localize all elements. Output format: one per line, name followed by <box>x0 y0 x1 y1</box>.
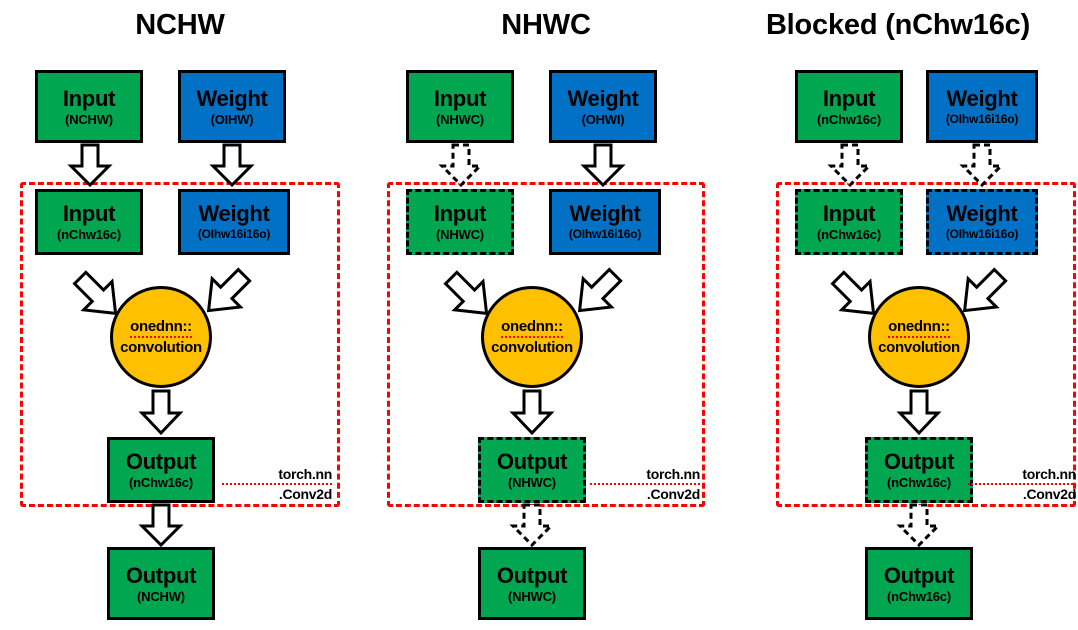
op-line1: onednn:: <box>888 317 950 338</box>
node-inner-input-nchw[interactable]: Input (nChw16c) <box>35 189 143 255</box>
node-inner-weight-nchw[interactable]: Weight (OIhw16i16o) <box>178 189 290 255</box>
node-inner-input-nhwc[interactable]: Input (NHWC) <box>406 189 514 255</box>
node-format: (nChw16c) <box>887 475 951 490</box>
node-title: Output <box>496 562 568 588</box>
arrow-input-reorder-blocked <box>827 143 873 188</box>
node-title: Output <box>496 449 568 474</box>
op-node-onednn-convolution-nhwc[interactable]: onednn:: convolution <box>481 286 583 388</box>
node-format: (NHWC) <box>436 227 484 242</box>
node-format: (NCHW) <box>137 588 185 604</box>
arrow-weight-reorder-nhwc <box>580 143 626 188</box>
op-node-onednn-convolution-nchw[interactable]: onednn:: convolution <box>110 286 212 388</box>
node-outer-weight-nchw[interactable]: Weight (OIHW) <box>178 70 286 143</box>
node-format: (OHWI) <box>581 111 625 127</box>
node-title: Weight <box>196 85 268 111</box>
node-title: Input <box>62 201 116 226</box>
arrow-weight-reorder-nchw <box>209 143 255 188</box>
arrow-input-to-op-blocked <box>830 267 886 323</box>
column-title-nchw: NCHW <box>135 9 225 41</box>
region-label-line2: .Conv2d <box>278 486 332 502</box>
node-format: (OIhw16i16o) <box>945 111 1019 126</box>
arrow-output-reorder-nhwc <box>509 503 555 548</box>
column-nchw: NCHW Input (NCHW) Weight (OIHW) Input <box>0 0 360 630</box>
arrow-input-to-op-nchw <box>72 267 128 323</box>
node-format: (NCHW) <box>65 111 113 127</box>
region-label-line2: .Conv2d <box>1022 486 1076 502</box>
region-label-line1: torch.nn <box>222 465 332 485</box>
arrow-weight-to-op-nchw <box>199 267 255 323</box>
node-inner-weight-nhwc[interactable]: Weight (OIhw16i16o) <box>549 189 661 255</box>
op-line2: convolution <box>120 339 202 356</box>
node-title: Input <box>62 85 116 111</box>
node-title: Input <box>822 201 876 226</box>
node-title: Input <box>822 85 876 111</box>
node-outer-weight-nhwc[interactable]: Weight (OHWI) <box>549 70 657 143</box>
node-outer-weight-blocked[interactable]: Weight (OIhw16i16o) <box>926 70 1038 143</box>
arrow-output-reorder-blocked <box>896 503 942 548</box>
node-outer-output-nhwc[interactable]: Output (NHWC) <box>478 547 586 620</box>
arrow-weight-reorder-blocked <box>959 143 1005 188</box>
node-inner-weight-blocked[interactable]: Weight (OIhw16i16o) <box>926 189 1038 255</box>
column-title-nhwc: NHWC <box>501 9 591 41</box>
node-title: Weight <box>569 201 641 226</box>
node-format: (OIHW) <box>210 111 254 127</box>
op-line1: onednn:: <box>501 317 563 338</box>
region-label-nchw: torch.nn .Conv2d <box>222 465 332 503</box>
op-line2: convolution <box>491 339 573 356</box>
node-format: (OIhw16i16o) <box>568 227 642 241</box>
column-blocked: Blocked (nChw16c) Input (nChw16c) Weight… <box>718 0 1078 630</box>
node-title: Weight <box>567 85 639 111</box>
node-title: Output <box>125 449 197 474</box>
node-title: Output <box>883 449 955 474</box>
op-line2: convolution <box>878 339 960 356</box>
node-title: Output <box>883 562 955 588</box>
arrow-input-reorder-nchw <box>67 143 113 188</box>
node-title: Input <box>433 201 487 226</box>
node-format: (nChw16c) <box>129 475 193 490</box>
node-format: (nChw16c) <box>817 111 881 127</box>
column-nhwc: NHWC Input (NHWC) Weight (OHWI) Input (N… <box>366 0 726 630</box>
node-title: Weight <box>946 85 1018 111</box>
node-inner-output-nhwc[interactable]: Output (NHWC) <box>478 437 586 503</box>
arrow-weight-to-op-blocked <box>955 267 1011 323</box>
node-format: (nChw16c) <box>57 227 121 242</box>
region-label-nhwc: torch.nn .Conv2d <box>590 465 700 503</box>
node-format: (nChw16c) <box>887 588 951 604</box>
node-format: (OIhw16i16o) <box>197 227 271 241</box>
region-label-blocked: torch.nn .Conv2d <box>968 465 1076 503</box>
node-outer-input-blocked[interactable]: Input (nChw16c) <box>795 70 903 143</box>
arrow-output-reorder-nchw <box>138 503 184 548</box>
conv-region-nchw <box>20 182 340 507</box>
node-inner-output-nchw[interactable]: Output (nChw16c) <box>107 437 215 503</box>
node-format: (NHWC) <box>508 588 556 604</box>
arrow-weight-to-op-nhwc <box>570 267 626 323</box>
op-node-onednn-convolution-blocked[interactable]: onednn:: convolution <box>868 286 970 388</box>
node-format: (OIhw16i16o) <box>945 227 1019 241</box>
arrow-input-to-op-nhwc <box>443 267 499 323</box>
node-format: (nChw16c) <box>817 227 881 242</box>
arrow-op-to-output-nhwc <box>509 389 555 436</box>
region-label-line2: .Conv2d <box>646 486 700 502</box>
node-format: (NHWC) <box>508 475 556 490</box>
node-format: (NHWC) <box>436 111 484 127</box>
node-inner-input-blocked[interactable]: Input (nChw16c) <box>795 189 903 255</box>
op-line1: onednn:: <box>130 317 192 338</box>
conv-region-nhwc <box>387 182 705 507</box>
node-title: Input <box>433 85 487 111</box>
node-title: Weight <box>946 201 1018 226</box>
arrow-op-to-output-blocked <box>896 389 942 436</box>
arrow-input-reorder-nhwc <box>438 143 484 188</box>
node-title: Weight <box>198 201 270 226</box>
arrow-op-to-output-nchw <box>138 389 184 436</box>
node-outer-input-nhwc[interactable]: Input (NHWC) <box>406 70 514 143</box>
column-title-blocked: Blocked (nChw16c) <box>765 9 1031 41</box>
node-title: Output <box>125 562 197 588</box>
node-inner-output-blocked[interactable]: Output (nChw16c) <box>865 437 973 503</box>
node-outer-output-nchw[interactable]: Output (NCHW) <box>107 547 215 620</box>
node-outer-input-nchw[interactable]: Input (NCHW) <box>35 70 143 143</box>
region-label-line1: torch.nn <box>590 465 700 485</box>
region-label-line1: torch.nn <box>968 465 1076 485</box>
node-outer-output-blocked[interactable]: Output (nChw16c) <box>865 547 973 620</box>
